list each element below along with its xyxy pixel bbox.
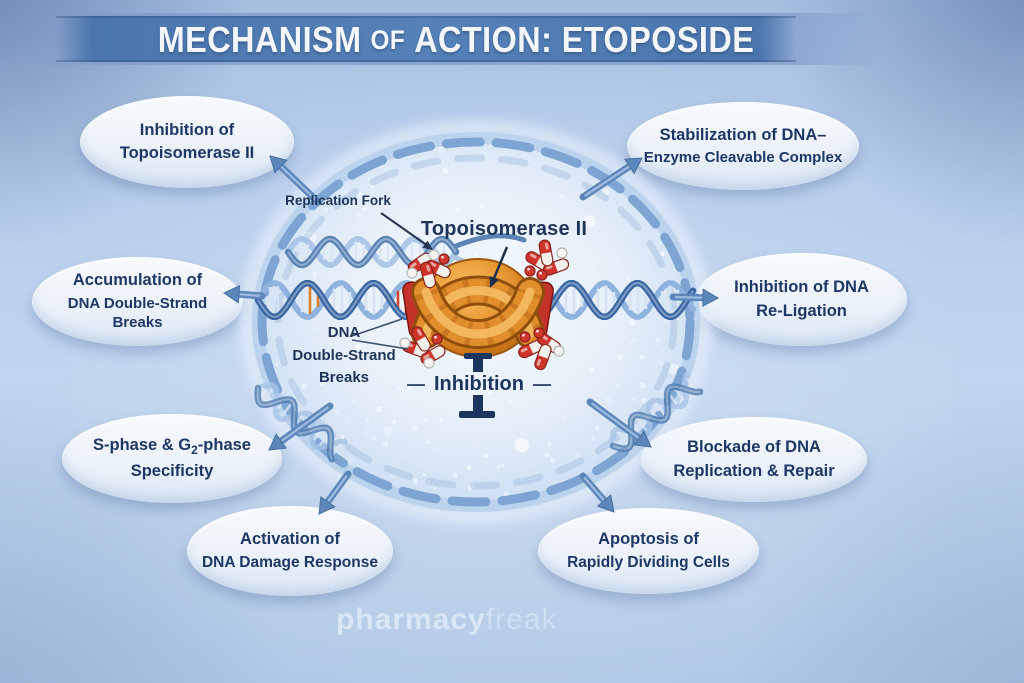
callout-s-g2-phase-specificity: S-phase & G2-phase Specificity [62, 414, 282, 503]
flow-arrow [268, 402, 334, 451]
etoposide-molecule-cluster [399, 326, 446, 369]
etoposide-molecule-cluster [524, 239, 570, 281]
flow-arrow [579, 472, 615, 513]
callout-line: DNA Damage Response [201, 553, 378, 571]
label-topoisomerase-ii: Topoisomerase II [420, 218, 588, 240]
callout-inhibition-topoisomerase-ii: Inhibition of Topoisomerase II [80, 96, 294, 188]
protein-clamp-right [529, 281, 554, 339]
flow-arrow [579, 157, 643, 201]
etoposide-molecules [399, 239, 570, 371]
callout-activation-dna-damage-response: Activation of DNA Damage Response [187, 506, 393, 596]
callout-line: Activation of [240, 530, 340, 549]
callout-line-part: -phase [197, 435, 251, 454]
label-replication-fork: Replication Fork [285, 193, 391, 208]
callout-line: Specificity [130, 461, 214, 480]
title-banner [56, 16, 796, 62]
dna-helix [284, 235, 460, 269]
callout-blockade-replication-repair: Blockade of DNA Replication & Repair [641, 417, 867, 502]
page-title: MECHANISM OF ACTION: ETOPOSIDE [158, 19, 754, 61]
etoposide-molecule-cluster [406, 249, 451, 289]
etoposide-molecule-cluster [518, 327, 565, 371]
label-line: Breaks [318, 369, 370, 386]
callout-line: Blockade of DNA [687, 438, 821, 457]
callout-stabilization-cleavable-complex: Stabilization of DNA– Enzyme Cleavable C… [627, 102, 859, 190]
callout-line: Accumulation of [72, 271, 203, 290]
title-part: MECHANISM [157, 19, 362, 60]
callout-line: Apoptosis of [598, 530, 699, 549]
callout-accumulation-dsb: Accumulation of DNA Double-Strand Breaks [32, 257, 243, 346]
flow-arrow [586, 398, 652, 448]
callout-line: Inhibition of DNA [734, 278, 869, 297]
label-inhibition: — Inhibition — [369, 372, 589, 396]
callout-line: Inhibition of [139, 120, 235, 139]
callout-inhibition-dna-religation: Inhibition of DNA Re-Ligation [696, 253, 907, 346]
callout-line: DNA Double-Strand Breaks [67, 294, 208, 332]
callout-line: Rapidly Dividing Cells [567, 553, 730, 571]
label-line: DNA [327, 324, 361, 341]
callout-line: Re-Ligation [756, 301, 847, 320]
callout-line-part: S-phase & G [93, 435, 192, 454]
inhibition-dash: — [407, 373, 425, 394]
callout-line: Stabilization of DNA– [659, 125, 827, 144]
protein-body [420, 258, 536, 358]
topoisomerase-protein [402, 258, 554, 358]
label-dna-double-strand-breaks: DNA Double-Strand Breaks [284, 322, 404, 390]
label-line: Double-Strand [292, 346, 396, 364]
dna-helix [254, 279, 697, 321]
protein-clamp-left [402, 281, 427, 339]
title-part: ACTION: ETOPOSIDE [414, 19, 755, 60]
watermark-light: freak [485, 603, 558, 636]
callout-apoptosis-dividing-cells: Apoptosis of Rapidly Dividing Cells [538, 508, 759, 594]
callout-line: Topoisomerase II [119, 144, 255, 162]
inhibition-dash: — [532, 373, 551, 394]
callout-line: Enzyme Cleavable Complex [643, 148, 843, 166]
title-part: OF [370, 24, 406, 55]
replication-fork-arrowhead [422, 240, 433, 250]
callout-line: S-phase & G2-phase [93, 435, 251, 459]
inhibition-text: Inhibition [434, 372, 524, 395]
watermark-bold: pharmacy [336, 603, 486, 636]
g2-subscript: 2 [191, 442, 198, 457]
topoisomerase-arrowhead [489, 276, 499, 288]
watermark-pharmacyfreak: pharmacyfreak [336, 603, 557, 637]
callout-line: Replication & Repair [673, 461, 835, 480]
